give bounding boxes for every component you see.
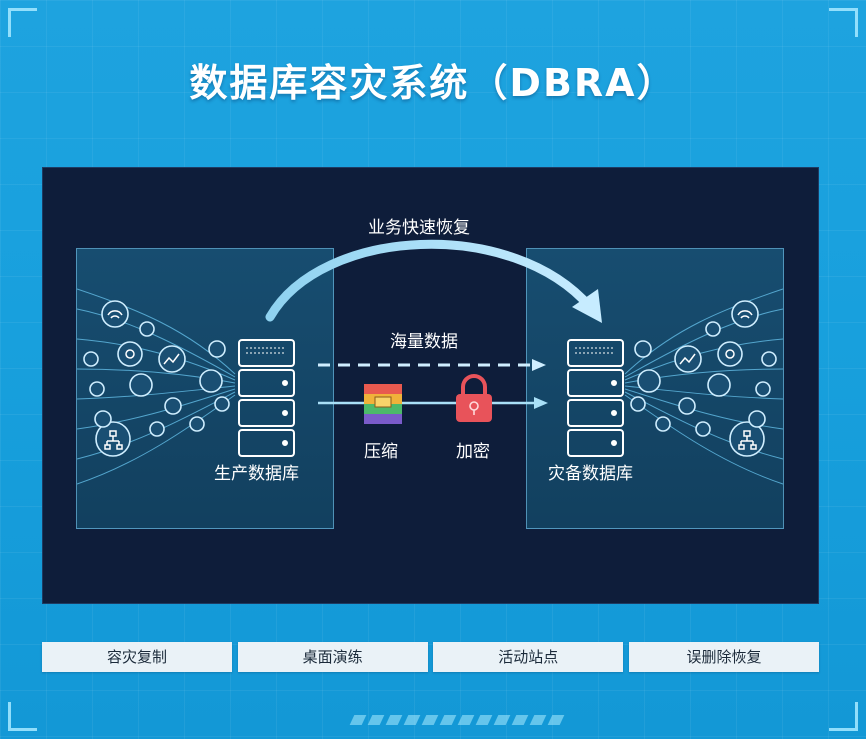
data-label: 海量数据 — [390, 332, 458, 352]
feature-button-bar: 容灾复制 桌面演练 活动站点 误删除恢复 — [42, 642, 819, 672]
backup-db-box — [526, 248, 784, 529]
target-icon-cluster — [624, 288, 784, 485]
recovery-arrow — [265, 239, 595, 322]
production-server-icon — [238, 339, 295, 457]
frame-corner — [829, 702, 858, 731]
backup-server-icon — [567, 339, 624, 457]
frame-corner — [8, 8, 37, 37]
frame-corner — [829, 8, 858, 37]
flow-overlay — [238, 239, 624, 457]
recovery-label: 业务快速恢复 — [368, 218, 470, 238]
compress-label: 压缩 — [364, 442, 398, 462]
deletion-recovery-button[interactable]: 误删除恢复 — [628, 642, 819, 672]
frame-corner — [8, 702, 37, 731]
source-icon-cluster — [76, 288, 236, 485]
lock-icon — [456, 374, 492, 422]
production-db-label: 生产数据库 — [214, 464, 299, 484]
active-site-button[interactable]: 活动站点 — [433, 642, 624, 672]
backup-db-label: 灾备数据库 — [548, 464, 633, 484]
diagram-panel: 业务快速恢复 海量数据 压缩 加密 生产数据库 灾备数据库 — [42, 167, 819, 604]
compress-icon — [364, 384, 402, 424]
decor-stripes — [349, 715, 565, 725]
disaster-replication-button[interactable]: 容灾复制 — [42, 642, 232, 672]
recovery-arrowhead — [572, 289, 602, 323]
encrypt-label: 加密 — [456, 442, 490, 462]
desktop-drill-button[interactable]: 桌面演练 — [237, 642, 428, 672]
page-title: 数据库容灾系统（DBRA） — [189, 61, 677, 105]
